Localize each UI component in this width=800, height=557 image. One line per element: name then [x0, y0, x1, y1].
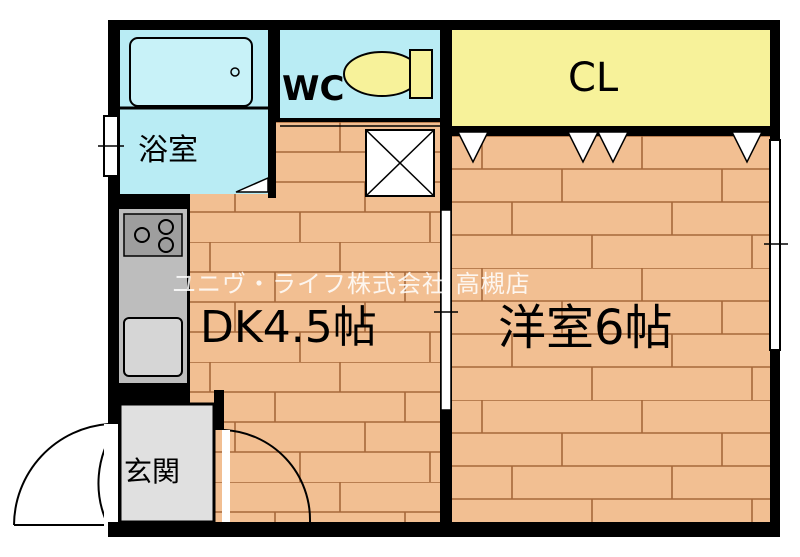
bathtub-drain [230, 67, 240, 77]
storage-box-cross-b [365, 129, 435, 197]
stove-burners [134, 219, 174, 253]
western-room-floor [452, 136, 770, 522]
entrance-wall-right [214, 390, 224, 430]
dk-doorway [222, 430, 230, 522]
western-room-label: 洋室6帖 [498, 300, 673, 356]
wc-label: WC [282, 69, 345, 109]
wc-partition [440, 30, 450, 130]
toilet-bowl [343, 51, 421, 97]
closet-area [452, 30, 770, 126]
closet-doors [456, 131, 764, 164]
bathtub [129, 37, 253, 107]
watermark-text: ユニヴ・ライフ株式会社 高槻店 [172, 270, 531, 298]
kitchen-sink [123, 317, 183, 377]
toilet-tank [409, 49, 433, 99]
western-window [769, 139, 781, 351]
closet-label: CL [568, 55, 619, 101]
bathroom-partition [268, 30, 276, 198]
dk-door-swing [223, 429, 312, 523]
dining-kitchen-label: DK4.5帖 [200, 302, 377, 353]
room-sliding-door [440, 209, 452, 411]
bathroom-label: 浴室 [138, 133, 198, 168]
bottom-wall [108, 522, 780, 537]
entrance-doorway [104, 424, 118, 526]
entrance-label: 玄関 [124, 455, 181, 488]
kitchen-stove [123, 213, 183, 257]
entrance-door-arc [13, 423, 109, 526]
